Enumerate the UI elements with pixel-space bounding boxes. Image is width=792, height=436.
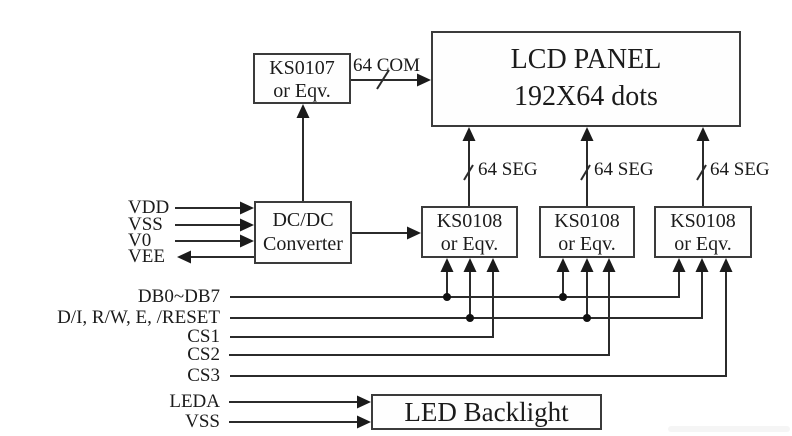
junction-dot: [443, 293, 451, 301]
seg-width-slash-3: [696, 164, 707, 181]
ks0107-sublabel: or Eqv.: [273, 80, 331, 102]
control-arrowhead-driver2-icon: [580, 258, 594, 272]
ks0108-block-2: KS0108 or Eqv.: [539, 206, 635, 258]
leda-arrowhead-icon: [357, 395, 371, 409]
lcd-panel-resolution: 192X64 dots: [514, 81, 658, 112]
cs2-arrowhead-icon: [602, 258, 616, 272]
db-arrowhead-driver3-icon: [672, 258, 686, 272]
vdd-arrowhead-icon: [240, 201, 254, 215]
led-backlight-label: LED Backlight: [404, 396, 569, 427]
ks0108-label: KS0108: [554, 210, 620, 232]
dcdc-sublabel: Converter: [263, 233, 343, 255]
control-bus-label: D/I, R/W, E, /RESET: [57, 307, 220, 328]
ks0108-sublabel: or Eqv.: [558, 233, 616, 255]
seg-arrowhead-3-icon: [696, 127, 710, 141]
seg-width-slash-2: [580, 164, 591, 181]
vss-arrowhead-icon: [240, 218, 254, 232]
seg-arrowhead-2-icon: [580, 127, 594, 141]
seg-width-slash-1: [463, 164, 474, 181]
ks0107-block: KS0107 or Eqv.: [253, 53, 351, 104]
seg-bus-label-1: 64 SEG: [478, 159, 538, 180]
db-arrowhead-driver1-icon: [440, 258, 454, 272]
ks0108-block-3: KS0108 or Eqv.: [654, 206, 752, 258]
backlight-vss-arrowhead-icon: [357, 415, 371, 429]
dcdc-converter-block: DC/DC Converter: [254, 201, 352, 264]
cs2-line: [229, 270, 610, 356]
leda-label: LEDA: [169, 391, 220, 412]
com-bus-label: 64 COM: [353, 55, 421, 76]
ks0108-sublabel: or Eqv.: [674, 233, 732, 255]
db-bus-line: [230, 270, 680, 298]
vee-label: VEE: [128, 246, 165, 267]
db-bus-label: DB0~DB7: [137, 286, 220, 307]
lcd-panel-label: LCD PANEL: [510, 44, 662, 75]
vss-label: VSS: [128, 214, 163, 235]
cs1-arrowhead-icon: [486, 258, 500, 272]
cs3-arrowhead-icon: [719, 258, 733, 272]
seg-arrowhead-1-icon: [462, 127, 476, 141]
cs1-label: CS1: [187, 326, 220, 347]
cs3-line: [230, 270, 727, 377]
junction-dot: [466, 314, 474, 322]
cs2-label: CS2: [187, 344, 220, 365]
v0-label: V0: [128, 230, 152, 251]
junction-dot: [559, 293, 567, 301]
lcd-panel-block: LCD PANEL 192X64 dots: [431, 31, 741, 127]
ks0108-label: KS0108: [436, 210, 503, 232]
backlight-vss-label: VSS: [185, 411, 220, 432]
control-arrowhead-driver3-icon: [695, 258, 709, 272]
ks0108-label: KS0108: [670, 210, 736, 232]
watermark-smudge: [668, 426, 790, 432]
control-bus-line: [230, 270, 703, 319]
dcdc-to-ks0107-arrowhead-icon: [296, 104, 310, 118]
dcdc-to-driver-arrowhead-icon: [407, 226, 421, 240]
vdd-label: VDD: [128, 197, 170, 218]
v0-arrowhead-icon: [240, 234, 254, 248]
junction-dot: [583, 314, 591, 322]
cs3-label: CS3: [187, 365, 220, 386]
dcdc-label: DC/DC: [272, 209, 334, 231]
seg-bus-label-3: 64 SEG: [710, 159, 770, 180]
com-bus-width-slash: [376, 69, 390, 90]
ks0107-label: KS0107: [269, 57, 335, 79]
seg-bus-label-2: 64 SEG: [594, 159, 654, 180]
ks0108-block-1: KS0108 or Eqv.: [421, 206, 518, 258]
com-arrowhead-icon: [417, 73, 431, 87]
led-backlight-block: LED Backlight: [371, 394, 602, 430]
ks0108-sublabel: or Eqv.: [440, 233, 499, 255]
cs1-line: [230, 270, 494, 338]
vee-arrowhead-icon: [177, 250, 191, 264]
control-arrowhead-driver1-icon: [463, 258, 477, 272]
db-arrowhead-driver2-icon: [556, 258, 570, 272]
